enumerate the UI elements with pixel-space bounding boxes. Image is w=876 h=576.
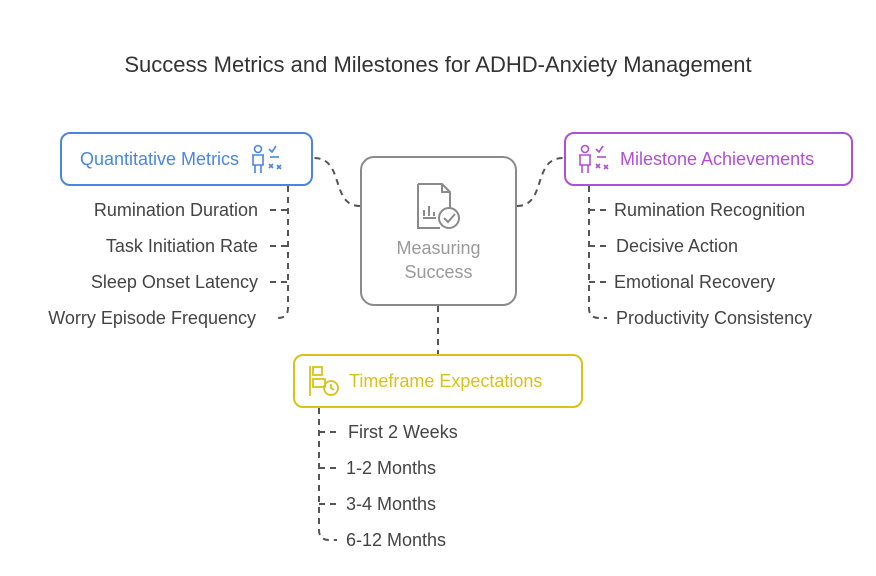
list-item: Productivity Consistency — [616, 308, 813, 328]
report-check-icon — [414, 182, 464, 237]
list-item: Rumination Recognition — [614, 200, 806, 220]
milestone-achievements-box: Milestone Achievements — [564, 132, 853, 186]
list-item: First 2 Weeks — [348, 422, 458, 442]
quantitative-metrics-box: Quantitative Metrics — [60, 132, 313, 186]
list-item: Task Initiation Rate — [105, 236, 258, 256]
timeframe-expectations-box: Timeframe Expectations — [293, 354, 583, 408]
center-label-line2: Success — [404, 262, 473, 282]
spine-milestones — [588, 186, 607, 319]
milestone-achievements-label: Milestone Achievements — [620, 148, 815, 169]
list-item: Worry Episode Frequency — [48, 308, 256, 328]
measuring-success-box: Measuring Success — [360, 156, 517, 306]
diagram-title: Success Metrics and Milestones for ADHD-… — [124, 52, 752, 77]
list-item: 1-2 Months — [346, 458, 437, 478]
list-item: Sleep Onset Latency — [90, 272, 258, 292]
list-item: Rumination Duration — [93, 200, 258, 220]
timeframe-expectations-label: Timeframe Expectations — [349, 370, 543, 391]
connector-center-milestones — [516, 157, 564, 207]
quantitative-metrics-label: Quantitative Metrics — [80, 148, 240, 169]
person-checklist-icon — [249, 143, 285, 175]
list-item: Emotional Recovery — [614, 272, 776, 292]
timeline-clock-icon — [307, 364, 341, 398]
spine-quantitative — [277, 186, 289, 319]
list-item: Decisive Action — [616, 236, 739, 256]
spine-timeframe — [318, 408, 337, 541]
list-item: 6-12 Months — [346, 530, 447, 550]
connector-center-quantitative — [313, 157, 361, 207]
person-checklist-icon — [576, 143, 612, 175]
center-label-line1: Measuring — [396, 238, 481, 258]
list-item: 3-4 Months — [346, 494, 437, 514]
